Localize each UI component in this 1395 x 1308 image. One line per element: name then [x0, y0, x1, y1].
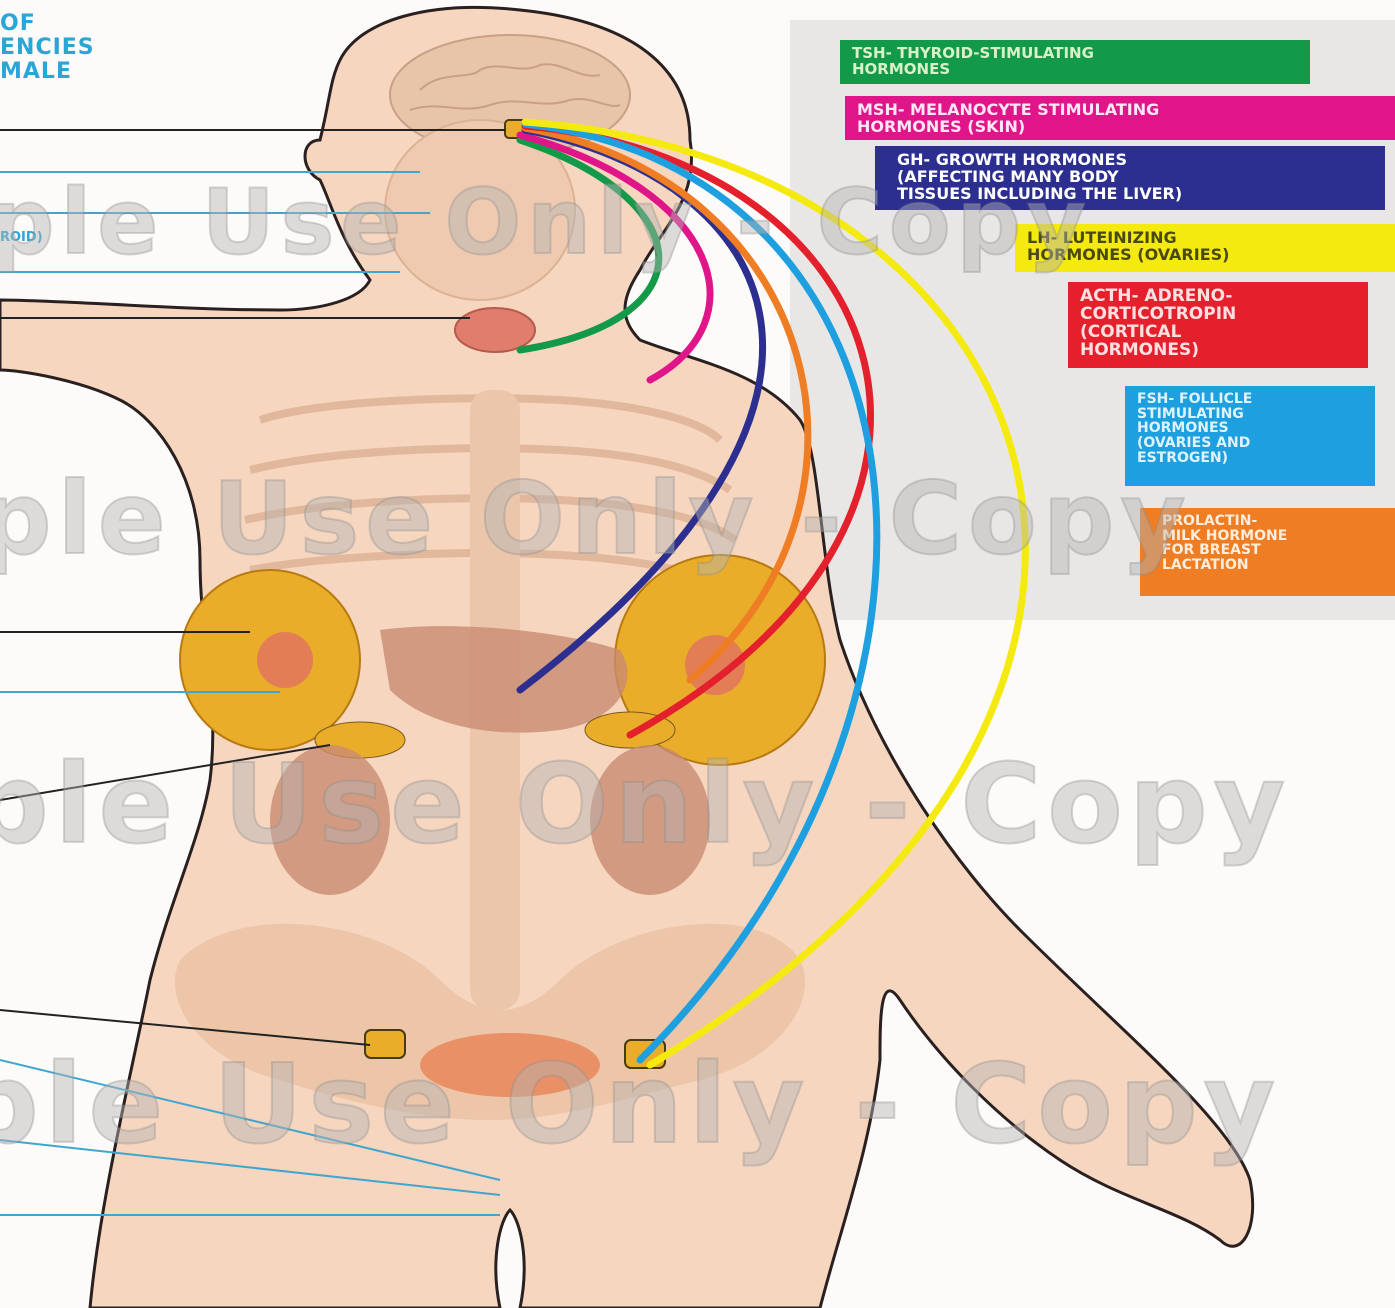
- label-fsh-line-5: ESTROGEN): [1137, 451, 1363, 466]
- title-line-2: ENCIES: [0, 36, 95, 60]
- thyroid-gland: [455, 308, 535, 352]
- title-line-3: MALE: [0, 60, 95, 84]
- label-fsh: FSH- FOLLICLE STIMULATING HORMONES (OVAR…: [1125, 386, 1375, 486]
- side-label: ROID): [0, 230, 43, 245]
- title-line-1: OF: [0, 12, 95, 36]
- kidney-left: [270, 745, 390, 895]
- label-prolactin: PROLACTIN- MILK HORMONE FOR BREAST LACTA…: [1140, 508, 1395, 596]
- label-lh: LH- LUTEINIZING HORMONES (OVARIES): [1015, 224, 1395, 272]
- label-acth: ACTH- ADRENO- CORTICOTROPIN (CORTICAL HO…: [1068, 282, 1368, 368]
- label-tsh-line-2: HORMONES: [852, 62, 1298, 78]
- label-msh-line-2: HORMONES (SKIN): [857, 119, 1383, 136]
- label-msh: MSH- MELANOCYTE STIMULATING HORMONES (SK…: [845, 96, 1395, 140]
- label-gh: GH- GROWTH HORMONES (AFFECTING MANY BODY…: [875, 146, 1385, 210]
- label-fsh-line-3: HORMONES: [1137, 421, 1363, 436]
- label-prolactin-line-1: PROLACTIN-: [1162, 514, 1383, 529]
- uterus: [420, 1033, 600, 1097]
- label-lh-line-2: HORMONES (OVARIES): [1027, 247, 1383, 264]
- label-prolactin-line-3: FOR BREAST: [1162, 543, 1383, 558]
- ovary-left: [365, 1030, 405, 1058]
- label-fsh-line-2: STIMULATING: [1137, 407, 1363, 422]
- label-prolactin-line-4: LACTATION: [1162, 558, 1383, 573]
- label-fsh-line-4: (OVARIES AND: [1137, 436, 1363, 451]
- label-prolactin-line-2: MILK HORMONE: [1162, 529, 1383, 544]
- diagram-title: OF ENCIES MALE: [0, 12, 95, 84]
- label-fsh-line-1: FSH- FOLLICLE: [1137, 392, 1363, 407]
- label-acth-line-2: CORTICOTROPIN: [1080, 306, 1356, 324]
- label-acth-line-3: (CORTICAL: [1080, 324, 1356, 342]
- kidney-right: [590, 745, 710, 895]
- label-acth-line-4: HORMONES): [1080, 342, 1356, 360]
- label-gh-line-3: TISSUES INCLUDING THE LIVER): [897, 186, 1373, 203]
- label-tsh: TSH- THYROID-STIMULATING HORMONES: [840, 40, 1310, 84]
